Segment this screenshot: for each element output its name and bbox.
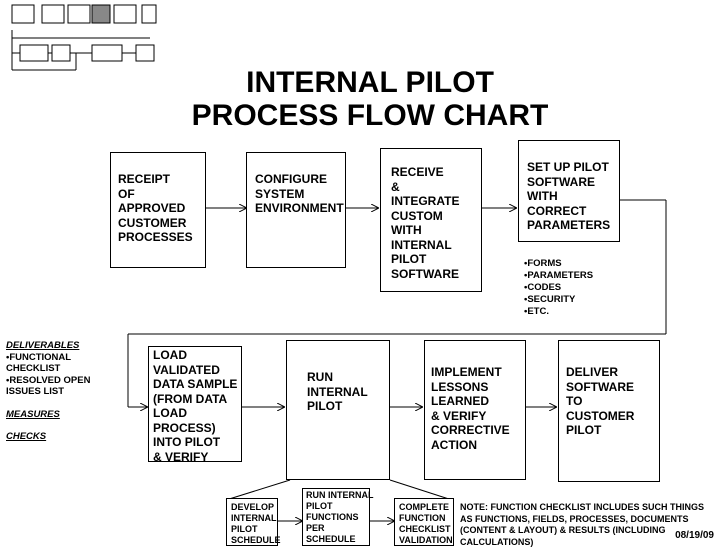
step-implement-label: IMPLEMENT LESSONS LEARNED & VERIFY CORRE… xyxy=(431,365,510,452)
parameter-item: SECURITY xyxy=(524,294,593,306)
step-setup-label: SET UP PILOT SOFTWARE WITH CORRECT PARAM… xyxy=(527,160,611,232)
step-configure-label: CONFIGURE SYSTEM ENVIRONMENT xyxy=(255,172,344,215)
deliverables-heading: DELIVERABLES xyxy=(6,340,80,351)
deliverable-item: RESOLVED OPEN ISSUES LIST xyxy=(6,375,122,398)
step-run-label: RUN INTERNAL PILOT xyxy=(307,370,368,413)
mini-flowchart-logo xyxy=(11,4,157,71)
step-implement-box[interactable] xyxy=(424,340,526,480)
parameter-item: CODES xyxy=(524,282,593,294)
step-load-label: LOAD VALIDATED DATA SAMPLE (FROM DATA LO… xyxy=(153,348,238,464)
step-receipt-label: RECEIPT OF APPROVED CUSTOMER PROCESSES xyxy=(118,172,193,244)
substep-develop-label: DEVELOP INTERNAL PILOT SCHEDULE xyxy=(231,502,281,545)
page-title: INTERNAL PILOT PROCESS FLOW CHART xyxy=(191,66,549,132)
parameter-item: PARAMETERS xyxy=(524,270,593,282)
checks-heading: CHECKS xyxy=(6,431,47,442)
parameter-item: FORMS xyxy=(524,258,593,270)
deliverables-panel: DELIVERABLES FUNCTIONAL CHECKLIST RESOLV… xyxy=(6,340,122,443)
step-deliver-box[interactable] xyxy=(558,340,660,482)
step-integrate-box[interactable] xyxy=(380,148,482,292)
parameter-item: ETC. xyxy=(524,306,593,318)
substep-run-label: RUN INTERNAL PILOT FUNCTIONS PER SCHEDUL… xyxy=(306,490,374,544)
step-configure-box[interactable] xyxy=(246,152,346,268)
parameter-list: FORMS PARAMETERS CODES SECURITY ETC. xyxy=(524,258,593,318)
substep-develop-box[interactable] xyxy=(226,498,278,546)
deliverable-item: FUNCTIONAL CHECKLIST xyxy=(6,352,122,375)
date-stamp: 08/19/09 xyxy=(675,530,714,541)
step-deliver-label: DELIVER SOFTWARE TO CUSTOMER PILOT xyxy=(566,365,635,437)
checklist-note: NOTE: FUNCTION CHECKLIST INCLUDES SUCH T… xyxy=(460,502,704,547)
substep-run-box[interactable] xyxy=(302,488,370,546)
substep-complete-label: COMPLETE FUNCTION CHECKLIST VALIDATION xyxy=(399,502,453,545)
substep-complete-box[interactable] xyxy=(394,498,454,546)
measures-heading: MEASURES xyxy=(6,408,60,420)
step-setup-box[interactable] xyxy=(518,140,620,242)
step-integrate-label: RECEIVE & INTEGRATE CUSTOM WITH INTERNAL… xyxy=(391,165,460,281)
step-run-box[interactable] xyxy=(286,340,390,480)
step-load-box[interactable] xyxy=(148,346,242,462)
step-receipt-box[interactable] xyxy=(110,152,206,268)
